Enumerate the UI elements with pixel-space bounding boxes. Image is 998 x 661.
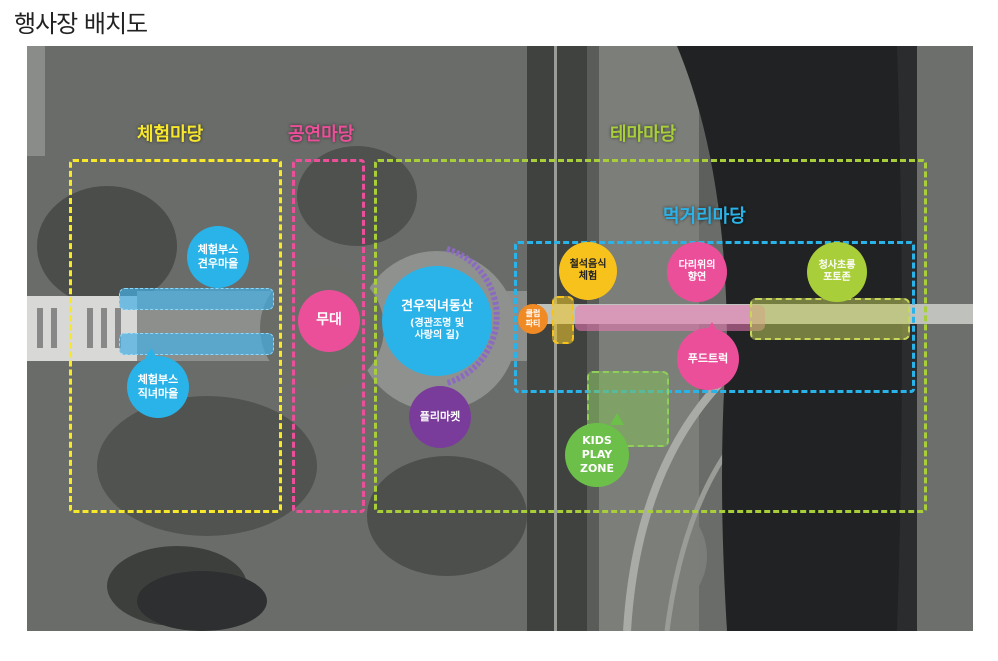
- marker-stage[interactable]: 무대: [298, 290, 360, 352]
- zone-performance-label: 공연마당: [288, 124, 355, 145]
- event-layout-map: 체험마당 공연마당 테마마당 먹거리마당 체험부스 견우마을 체험부스 직녀마을…: [27, 46, 973, 631]
- bridge-pink-strip: [575, 305, 765, 331]
- marker-bridge-show[interactable]: 다리위의 향연: [667, 242, 727, 302]
- marker-youth-photozone[interactable]: 청사초롱 포토존: [807, 242, 867, 302]
- kids-green-square: [587, 371, 669, 447]
- zone-experience: [69, 159, 282, 513]
- zone-performance: [292, 159, 365, 513]
- iron-food-label: 철석음식 체험: [569, 258, 607, 283]
- zone-experience-label: 체험마당: [137, 124, 204, 145]
- zone-theme-label: 테마마당: [610, 124, 677, 145]
- marker-booth-jiknyeo[interactable]: 체험부스 직녀마을: [127, 356, 189, 418]
- marker-gyeonwoo-jiknyeo-hill[interactable]: 견우직녀동산 (경관조명 및 사랑의 길): [382, 266, 492, 376]
- bridge-green-strip: [750, 298, 910, 340]
- booth-gyeonwoo-label: 체험부스 견우마을: [197, 243, 239, 270]
- youth-zone-label: 청사초롱 포토존: [818, 259, 856, 284]
- bridge-show-label: 다리위의 향연: [678, 259, 716, 284]
- kids-zone-label: KIDS PLAY ZONE: [579, 434, 615, 475]
- food-truck-label: 푸드트럭: [687, 352, 729, 366]
- zone-food-label: 먹거리마당: [663, 206, 746, 227]
- booth-strip-top: [119, 288, 274, 310]
- love-path-arc: [446, 246, 500, 386]
- hill-title: 견우직녀동산: [401, 299, 473, 315]
- zone-theme: [374, 159, 927, 513]
- marker-food-truck[interactable]: 푸드트럭: [677, 328, 739, 390]
- club-yellow-strip: [552, 296, 574, 344]
- marker-booth-gyeonwoo[interactable]: 체험부스 견우마을: [187, 226, 249, 288]
- flea-market-label: 플리마켓: [419, 410, 461, 424]
- club-party-label: 클럽 파티: [525, 309, 541, 328]
- marker-flea-market[interactable]: 플리마켓: [409, 386, 471, 448]
- marker-club-party[interactable]: 클럽 파티: [518, 304, 548, 334]
- stage-label: 무대: [316, 312, 342, 329]
- zone-food: [514, 241, 915, 393]
- marker-kids-play-zone[interactable]: KIDS PLAY ZONE: [565, 423, 629, 487]
- kids-zone-tail: [610, 413, 624, 425]
- page-title: 행사장 배치도: [14, 10, 148, 38]
- marker-iron-food[interactable]: 철석음식 체험: [559, 242, 617, 300]
- booth-jiknyeo-label: 체험부스 직녀마을: [137, 373, 179, 400]
- hill-subtitle: (경관조명 및 사랑의 길): [409, 317, 465, 342]
